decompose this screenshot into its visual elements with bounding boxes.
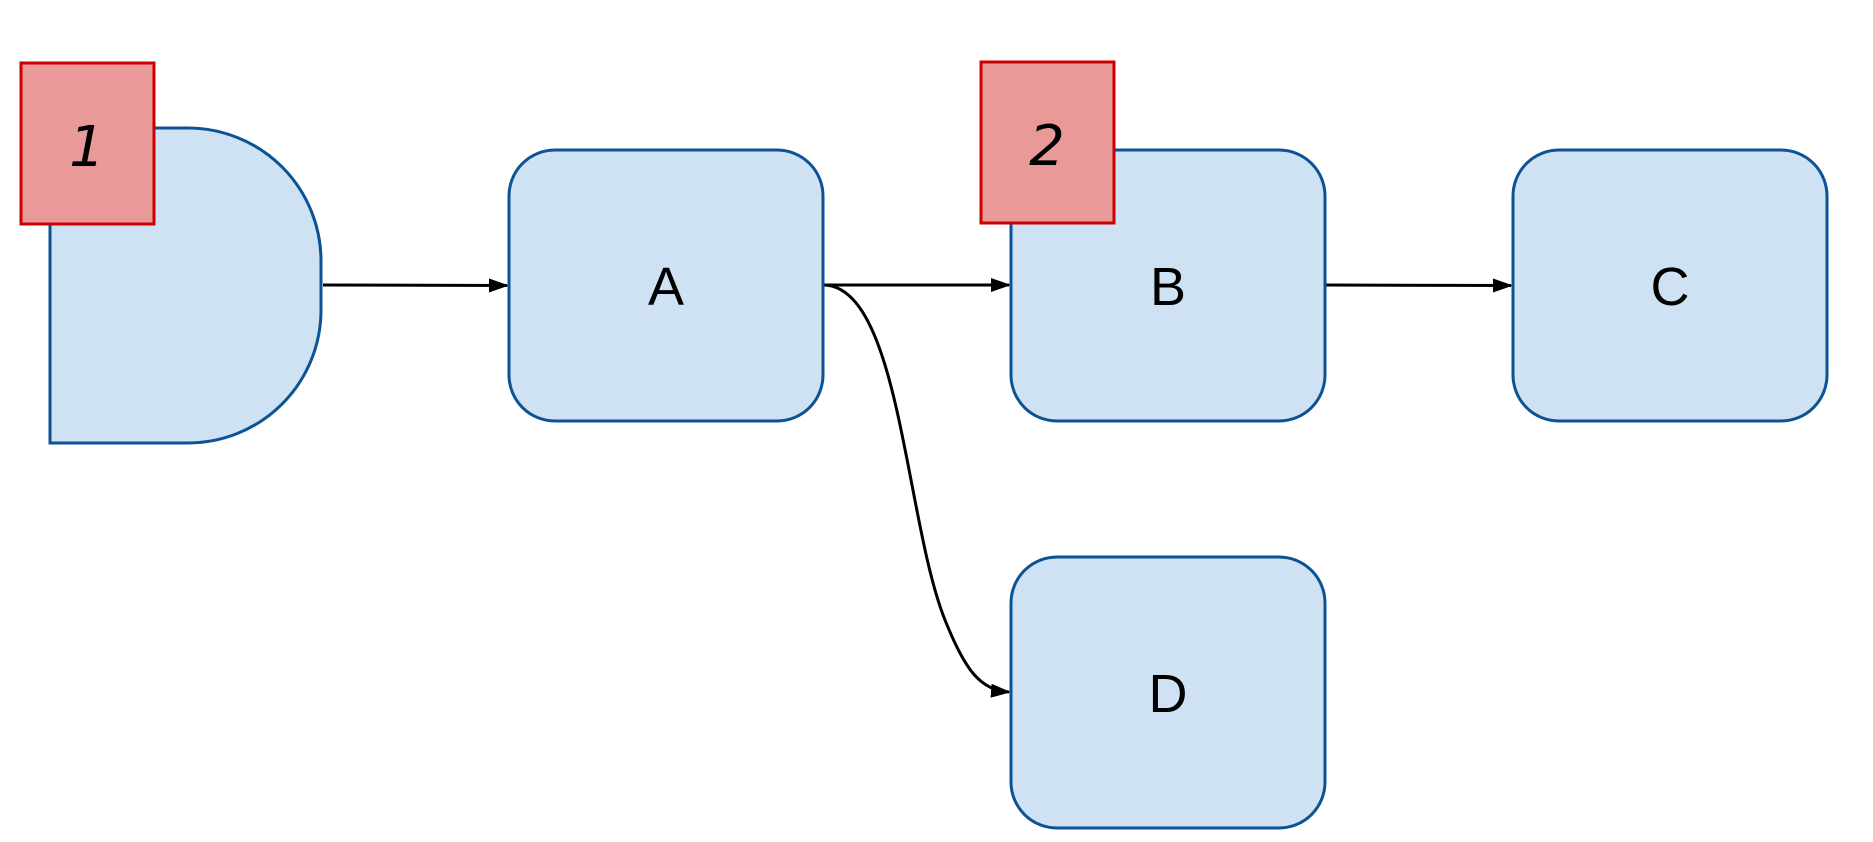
node-a-box	[507, 148, 825, 423]
badge-1[interactable]: 1	[19, 61, 156, 226]
edge-start-to-a[interactable]	[322, 278, 509, 293]
node-c-label: C	[1651, 257, 1690, 317]
badge-2-label: 2	[1029, 114, 1065, 179]
nodes: A B C D	[48, 126, 1829, 830]
badges: 1 2	[19, 60, 1116, 226]
badge-1-label: 1	[69, 115, 105, 180]
node-d-box	[1009, 555, 1327, 830]
node-a[interactable]: A	[507, 148, 825, 423]
node-d-label: D	[1149, 664, 1188, 724]
node-d[interactable]: D	[1009, 555, 1327, 830]
badge-2-box	[979, 60, 1116, 225]
badge-1-box	[19, 61, 156, 226]
badge-2[interactable]: 2	[979, 60, 1116, 225]
node-c[interactable]: C	[1511, 148, 1829, 423]
edges	[322, 278, 1513, 698]
node-a-label: A	[648, 257, 684, 317]
node-c-box	[1511, 148, 1829, 423]
node-b-label: B	[1150, 257, 1186, 317]
edge-b-to-c[interactable]	[1324, 278, 1513, 293]
edge-a-to-d[interactable]	[822, 283, 1011, 698]
